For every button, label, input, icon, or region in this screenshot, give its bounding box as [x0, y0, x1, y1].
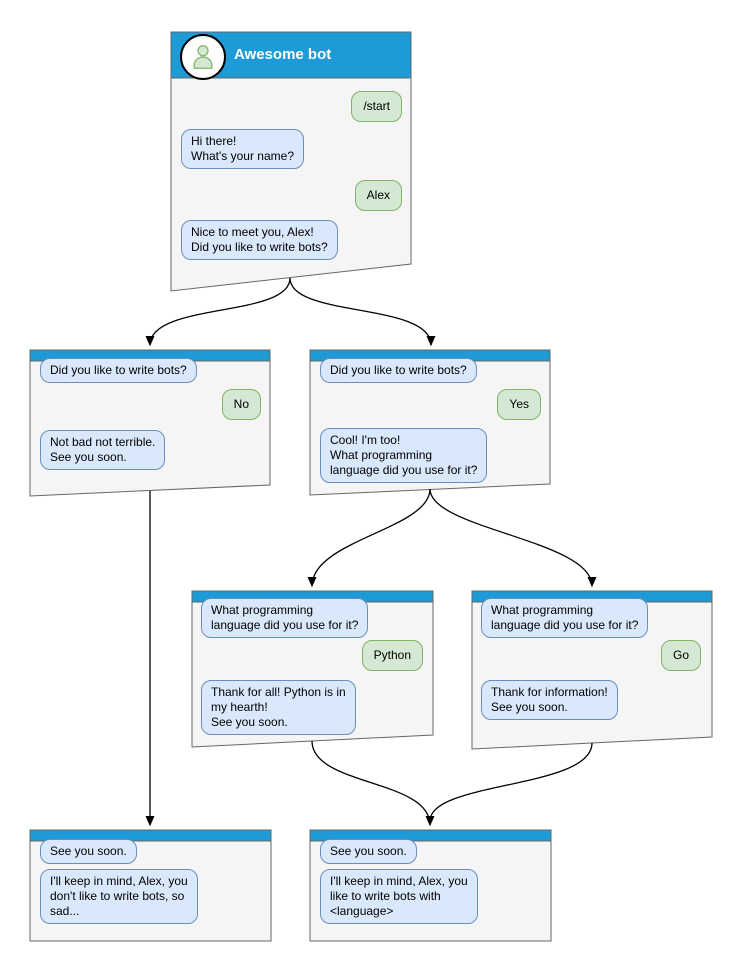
end-no-question: See you soon.	[40, 839, 137, 864]
branch-no-question: Did you like to write bots?	[40, 358, 197, 383]
branch-yes-question: Did you like to write bots?	[320, 358, 477, 383]
end-yes-reply: I'll keep in mind, Alex, you like to wri…	[320, 869, 478, 924]
branch-yes-reply: Cool! I'm too! What programming language…	[320, 428, 488, 483]
arrow-main-to-no	[145, 277, 291, 347]
main-window-title: Awesome bot	[234, 46, 332, 63]
branch-go-reply: Thank for information! See you soon.	[481, 680, 618, 720]
branch-no-reply: Not bad not terrible. See you soon.	[40, 430, 166, 470]
arrow-yes-to-go	[429, 488, 597, 588]
arrow-go-to-end	[429, 742, 593, 822]
end-yes-window-header	[309, 829, 552, 842]
branch-no-answer: No	[221, 389, 261, 420]
branch-go-answer: Go	[660, 640, 701, 671]
arrow-main-to-yes	[289, 277, 436, 347]
user-message-name: Alex	[354, 180, 402, 211]
person-icon	[193, 45, 213, 69]
user-message-start: /start	[351, 91, 402, 122]
end-yes-question: See you soon.	[320, 839, 417, 864]
branch-python-answer: Python	[361, 640, 423, 671]
arrow-yes-to-python	[307, 488, 431, 588]
bot-avatar	[180, 34, 226, 80]
bot-message-question: Nice to meet you, Alex! Did you like to …	[181, 220, 338, 260]
branch-yes-answer: Yes	[497, 389, 541, 420]
branch-python-question: What programming language did you use fo…	[201, 598, 369, 638]
branch-go-question: What programming language did you use fo…	[481, 598, 649, 638]
arrow-python-to-end	[311, 740, 435, 827]
bot-message-greeting: Hi there! What's your name?	[181, 129, 305, 169]
branch-python-reply: Thank for all! Python is in my hearth! S…	[201, 680, 356, 735]
end-no-window-header	[29, 829, 272, 842]
end-no-reply: I'll keep in mind, Alex, you don't like …	[40, 869, 198, 924]
